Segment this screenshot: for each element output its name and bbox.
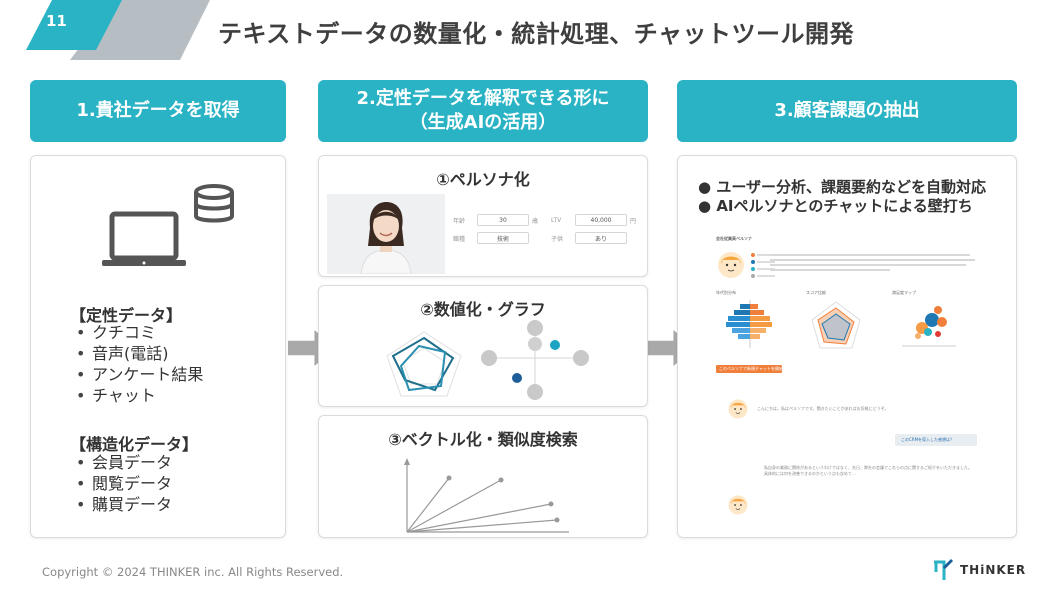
slide-title: テキストデータの数量化・統計処理、チャットツール開発	[218, 20, 855, 48]
quantification-card: ②数値化・グラフ	[318, 285, 648, 407]
field-value: 技術	[477, 232, 529, 244]
field-label: 子供	[551, 235, 564, 243]
issue-extraction-panel	[677, 155, 1017, 538]
population-pyramid-image	[726, 300, 772, 348]
column-header-label: 3.顧客課題の抽出	[774, 99, 920, 121]
card-title: ③ベクトル化・類似度検索	[388, 430, 578, 449]
chart-title: 年代別分布	[716, 290, 736, 295]
persona-field-children: 子供 あり	[551, 232, 627, 244]
vector-diagram-image	[404, 458, 569, 533]
vector-search-card: ③ベクトル化・類似度検索	[318, 415, 648, 538]
bullet-text: ユーザー分析、課題要約などを自動対応	[716, 178, 987, 196]
persona-avatar-icon	[728, 399, 748, 419]
chart-title: スコア比較	[806, 290, 826, 295]
field-label: LTV	[551, 216, 562, 224]
chat-message-user: このCRMを導入した感想は？	[895, 434, 977, 446]
button-label: このペルソナで新規チャットを開始する	[719, 366, 782, 371]
start-chat-button[interactable]: このペルソナで新規チャットを開始する	[716, 365, 782, 373]
summary-text-image	[770, 254, 975, 271]
column-header-data-acquisition: 1.貴社データを取得	[30, 80, 286, 142]
dashboard-title: 会社従業員ペルソナ	[716, 236, 752, 241]
thinker-logo-icon	[934, 558, 954, 580]
list-item: チャット	[76, 385, 203, 406]
chat-message-assistant: こんにちは。私はペルソナです。聞きたいことがあればお気軽にどうぞ。	[757, 406, 889, 411]
card-title: ①ペルソナ化	[436, 170, 530, 189]
field-value: 40,000	[575, 214, 627, 226]
copyright-text: Copyright © 2024 THINKER inc. All Rights…	[42, 565, 344, 579]
bullet-icon: ●	[698, 178, 712, 196]
bubble-chart-image	[902, 306, 956, 347]
database-icon	[194, 184, 234, 223]
legend-image	[751, 253, 775, 278]
card-title: ②数値化・グラフ	[420, 300, 546, 319]
page-number: 11	[46, 12, 67, 30]
chart-title: 満足度マップ	[892, 290, 916, 295]
list-item: 音声(電話)	[76, 343, 203, 364]
column-header-issue-extraction: 3.顧客課題の抽出	[677, 80, 1017, 142]
chat-message-assistant: 私自身の業務に関係があるというわけではなく、先日、弊社の会議でこれらの点に関する…	[764, 465, 972, 476]
list-item: 閲覧データ	[76, 473, 172, 494]
field-unit: 歳	[532, 217, 539, 225]
persona-avatar-icon	[728, 495, 748, 515]
structured-data-heading: 【構造化データ】	[70, 435, 199, 454]
laptop-icon	[102, 211, 186, 266]
qualitative-data-list: クチコミ 音声(電話) アンケート結果 チャット	[76, 322, 203, 406]
field-label: 年齢	[453, 217, 466, 225]
field-value: 30	[477, 214, 529, 226]
field-unit: 円	[630, 217, 637, 225]
feature-bullet: ● ユーザー分析、課題要約などを自動対応	[698, 176, 986, 197]
list-item: クチコミ	[76, 322, 203, 343]
list-item: 会員データ	[76, 452, 172, 473]
column-header-sublabel: （生成AIの活用）	[409, 112, 557, 133]
column-header-interpretation: 2.定性データを解釈できる形に （生成AIの活用）	[318, 80, 648, 142]
scatter-chart-image	[481, 320, 589, 400]
column-header-label: 2.定性データを解釈できる形に	[356, 87, 610, 109]
persona-avatar-icon	[718, 252, 744, 278]
list-item: アンケート結果	[76, 364, 203, 385]
radar-chart-image	[386, 331, 462, 397]
column-header-label: 1.貴社データを取得	[76, 99, 240, 121]
qualitative-data-heading: 【定性データ】	[70, 306, 183, 325]
brand-logo: THiNKER	[932, 558, 1026, 582]
structured-data-list: 会員データ 閲覧データ 購買データ	[76, 452, 172, 515]
field-value: あり	[575, 232, 627, 244]
bullet-icon: ●	[698, 197, 712, 215]
persona-portrait-image	[327, 194, 445, 274]
brand-name: THiNKER	[960, 563, 1027, 577]
field-label: 職種	[453, 235, 466, 243]
bullet-text: AIペルソナとのチャットによる壁打ち	[716, 197, 973, 215]
feature-bullet: ● AIペルソナとのチャットによる壁打ち	[698, 195, 973, 216]
persona-field-age: 年齢 30 歳	[453, 214, 538, 226]
persona-photo	[327, 194, 445, 274]
persona-field-occupation: 職種 技術	[453, 232, 529, 244]
persona-card: ①ペルソナ化 年齢 30 歳 LTV 40,000 円 職種 技術 子供 あり	[318, 155, 648, 277]
radar-chart-mini-image	[811, 301, 861, 349]
chat-message-user-text: このCRMを導入した感想は？	[901, 437, 955, 442]
persona-field-ltv: LTV 40,000 円	[551, 214, 636, 226]
list-item: 購買データ	[76, 494, 172, 515]
